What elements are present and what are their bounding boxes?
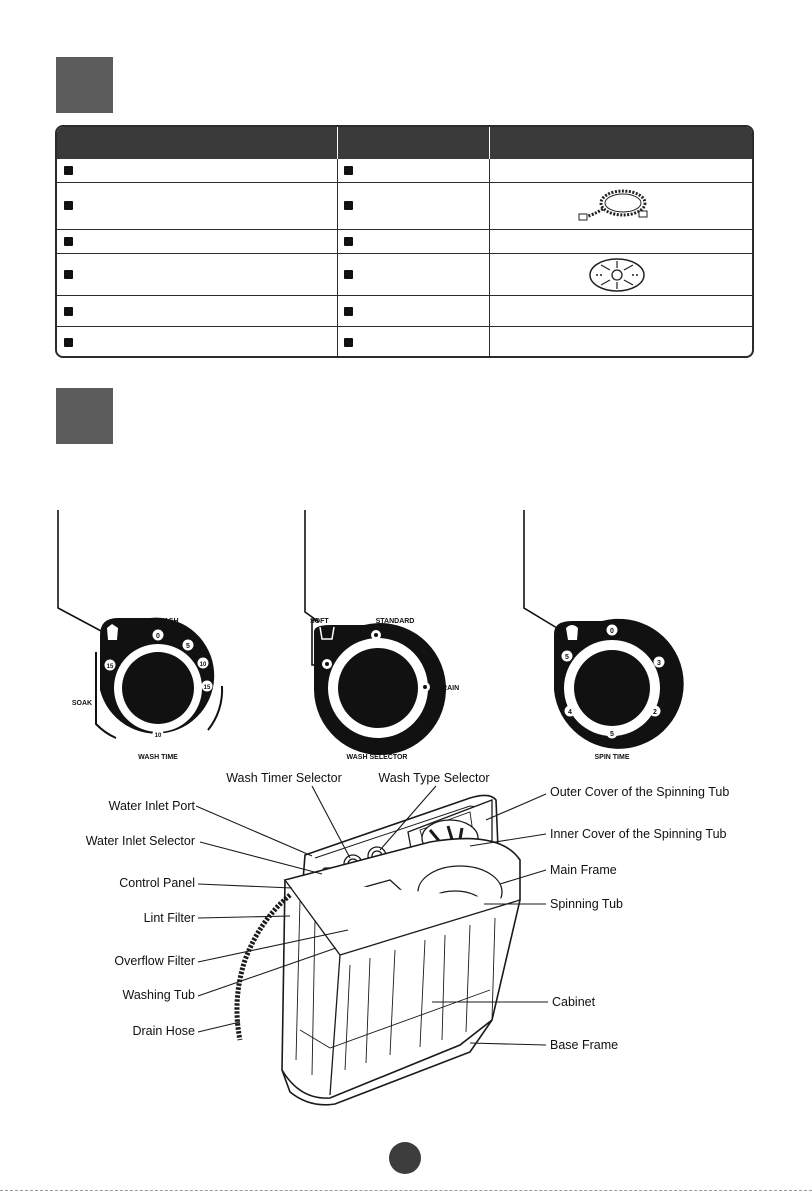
wash-time-mark: 10 <box>200 662 207 668</box>
section-marker-1 <box>56 57 113 113</box>
spin-time-dial: 0 3 2 5 4 5 SPIN TIME <box>523 510 684 761</box>
inlet-hose-icon <box>578 189 648 221</box>
spin-time-mark: 0 <box>610 628 614 635</box>
drain-label: DRAIN <box>437 685 459 692</box>
callout-drain-hose: Drain Hose <box>132 1024 195 1038</box>
table-row-bullet <box>64 201 73 210</box>
row-divider <box>57 326 752 327</box>
wash-label: WASH <box>158 618 179 625</box>
row-divider <box>57 182 752 183</box>
spin-time-mark: 5 <box>565 654 569 661</box>
spin-time-mark: 3 <box>657 660 661 667</box>
machine-diagram: 0 5 10 15 15 10 WASH SOAK WASH TIME SOFT… <box>57 510 729 1106</box>
callout-control-panel: Control Panel <box>119 876 195 890</box>
spin-time-mark: 2 <box>653 709 657 716</box>
callout-wash-timer-selector: Wash Timer Selector <box>226 771 342 785</box>
spin-time-mark: 4 <box>568 709 572 716</box>
callout-lint-filter: Lint Filter <box>144 911 195 925</box>
tub-icon <box>319 626 335 640</box>
table-row-bullet <box>344 201 353 210</box>
callout-main-frame: Main Frame <box>550 863 617 877</box>
table-row-bullet <box>344 270 353 279</box>
table-row-bullet <box>344 307 353 316</box>
row-divider <box>57 295 752 296</box>
drain-cover-icon <box>589 258 645 292</box>
column-divider <box>337 159 338 356</box>
table-row-bullet <box>344 166 353 175</box>
callout-cabinet: Cabinet <box>552 995 596 1009</box>
wash-time-dial: 0 5 10 15 15 10 WASH SOAK WASH TIME <box>57 510 224 761</box>
column-divider <box>489 159 490 356</box>
callout-inner-cover: Inner Cover of the Spinning Tub <box>550 827 727 841</box>
soft-label: SOFT <box>310 618 329 625</box>
page-number-badge <box>389 1142 421 1174</box>
section-marker-2 <box>56 388 113 444</box>
soak-label: SOAK <box>72 700 92 707</box>
callout-leaders <box>195 785 548 1046</box>
wash-time-mark: 15 <box>107 664 114 670</box>
spin-icon <box>566 625 578 640</box>
table-row-bullet <box>64 307 73 316</box>
callout-base-frame: Base Frame <box>550 1038 618 1052</box>
header-divider <box>489 127 490 159</box>
wash-time-title: WASH TIME <box>138 754 178 761</box>
page-trim-line <box>0 1190 812 1191</box>
spin-time-mark: 5 <box>610 731 614 738</box>
callout-wash-type-selector: Wash Type Selector <box>378 771 489 785</box>
wash-selector-dial: SOFT STANDARD DRAIN WASH SELECTOR <box>304 510 459 761</box>
shirt-wash-icon <box>107 624 118 640</box>
callout-overflow-filter: Overflow Filter <box>114 954 195 968</box>
spin-time-title: SPIN TIME <box>594 754 629 761</box>
wash-time-mark: 5 <box>186 643 190 650</box>
wash-time-mark: 15 <box>204 685 211 691</box>
wash-time-mark: 10 <box>155 733 162 739</box>
callout-washing-tub: Washing Tub <box>123 988 196 1002</box>
standard-label: STANDARD <box>376 618 415 625</box>
table-row-bullet <box>64 338 73 347</box>
accessories-table <box>55 125 754 358</box>
wash-time-mark: 0 <box>156 633 160 640</box>
table-row-bullet <box>64 237 73 246</box>
table-row-bullet <box>64 270 73 279</box>
callout-water-inlet-selector: Water Inlet Selector <box>86 834 195 848</box>
table-row-bullet <box>344 338 353 347</box>
row-divider <box>57 229 752 230</box>
washing-machine-illustration <box>234 794 521 1106</box>
header-divider <box>337 127 338 159</box>
table-row-bullet <box>344 237 353 246</box>
callout-spinning-tub: Spinning Tub <box>550 897 623 911</box>
table-row-bullet <box>64 166 73 175</box>
table-header <box>57 127 752 159</box>
wash-selector-title: WASH SELECTOR <box>347 754 408 761</box>
callout-outer-cover: Outer Cover of the Spinning Tub <box>550 785 729 799</box>
row-divider <box>57 253 752 254</box>
callout-water-inlet-port: Water Inlet Port <box>109 799 196 813</box>
